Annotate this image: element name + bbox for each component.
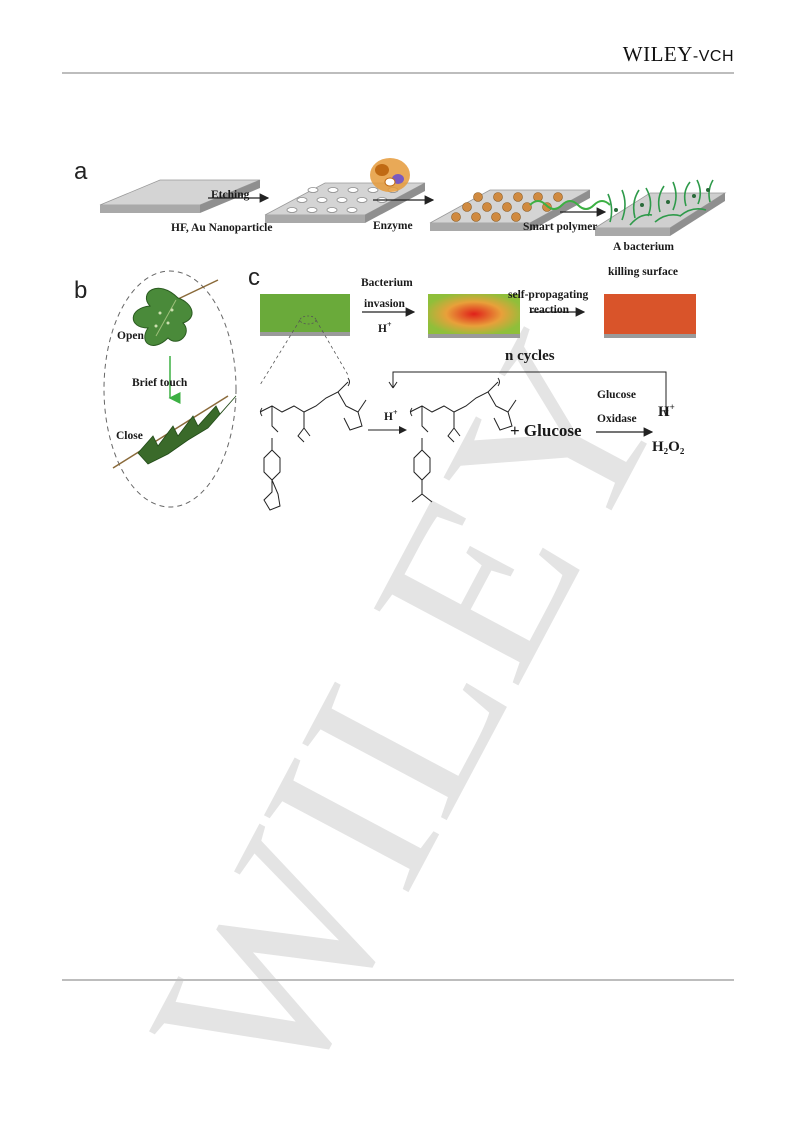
enzyme-label: Enzyme	[373, 220, 413, 232]
green-surface	[260, 294, 350, 336]
header-rule	[62, 72, 734, 74]
enzyme-molecule-image	[370, 158, 410, 192]
logo-brand: WILEY	[622, 42, 693, 66]
panel-b-letter: b	[74, 277, 88, 304]
invasion-label: invasion	[364, 298, 405, 310]
hplus-right-label: H+	[658, 402, 675, 420]
closed-leaf-image	[112, 395, 237, 469]
killing-surface-label: killing surface	[608, 266, 678, 278]
glucose-label: Glucose	[597, 389, 636, 401]
infected-surface	[428, 294, 520, 338]
wiley-vch-logo: WILEY-VCH	[623, 42, 734, 67]
n-cycles-label: n cycles	[505, 348, 555, 364]
polymer-structure-left	[259, 377, 367, 511]
open-label: Open	[117, 330, 144, 342]
logo-suffix: -VCH	[692, 48, 734, 65]
hf-au-label: HF, Au Nanoparticle	[171, 222, 273, 234]
open-leaf-image	[132, 279, 219, 346]
dashed-ellipse	[103, 270, 237, 508]
bacterium-label: Bacterium	[361, 277, 413, 289]
panel-c-letter: c	[248, 264, 260, 291]
smart-polymer-chain	[529, 200, 611, 210]
close-label: Close	[116, 430, 143, 442]
smart-polymer-label: Smart polymer	[523, 221, 598, 233]
panel-b-leaf-diagram	[103, 270, 237, 508]
panel-a-letter: a	[74, 158, 88, 185]
panel-a-schematic	[99, 158, 727, 236]
brief-touch-label: Brief touch	[132, 377, 188, 389]
reaction-label: reaction	[529, 304, 570, 316]
panel-c-schematic	[259, 294, 696, 511]
a-bacterium-label: A bacterium	[613, 241, 675, 253]
hplus-invasion-label: H+	[378, 320, 392, 335]
h2o2-label: H₂O₂	[652, 439, 685, 455]
polymer-substrate	[593, 179, 727, 236]
self-propagating-label: self-propagating	[508, 289, 589, 301]
enzyme-substrate	[429, 189, 591, 231]
footer-rule	[62, 979, 734, 981]
plain-substrate	[99, 179, 261, 213]
polymer-structure-right	[409, 377, 517, 503]
oxidase-label: Oxidase	[597, 413, 637, 425]
hplus-left-label: H+	[384, 408, 398, 423]
plus-glucose-label: + Glucose	[510, 421, 582, 440]
cycle-loop	[392, 371, 667, 416]
red-surface	[604, 294, 696, 338]
etching-label: Etching	[211, 189, 250, 201]
